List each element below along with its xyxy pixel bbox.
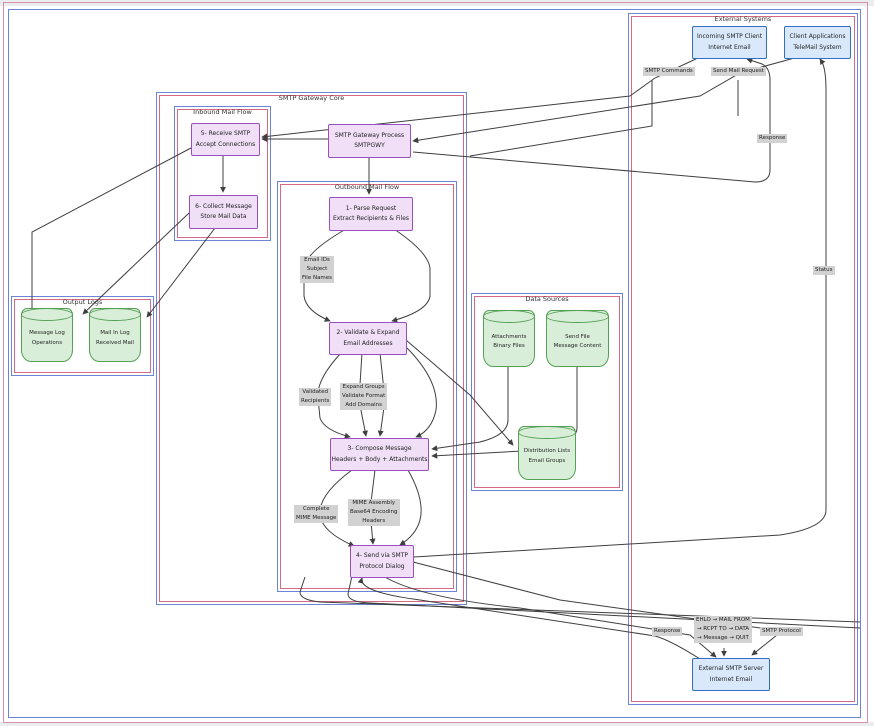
node-incoming-smtp-client: Incoming SMTP Client Internet Email bbox=[692, 26, 767, 59]
edge-label-send-mail-request: Send Mail Request bbox=[711, 67, 766, 77]
node-client-applications: Client Applications TeleMail System bbox=[784, 26, 851, 59]
cluster-data-sources-title: Data Sources bbox=[525, 295, 569, 303]
edge-label-complete-mime: Complete MIME Message bbox=[294, 505, 339, 524]
cluster-gateway-core: SMTP Gateway Core bbox=[156, 92, 467, 605]
cylinder-message-log: Message Log Operations bbox=[21, 308, 73, 362]
node-external-smtp-server: External SMTP Server Internet Email bbox=[692, 658, 770, 691]
node-send-via-smtp: 4- Send via SMTP Protocol Dialog bbox=[350, 545, 414, 578]
system-boundary bbox=[8, 9, 861, 718]
edge-label-email-ids: Email IDs Subject File Names bbox=[300, 256, 335, 284]
cluster-external-systems: External Systems bbox=[628, 13, 858, 705]
cylinder-send-file: Send File Message Content bbox=[546, 310, 609, 367]
cluster-outbound: Outbound Mail Flow bbox=[277, 181, 457, 592]
node-receive-smtp: 5- Receive SMTP Accept Connections bbox=[191, 123, 260, 156]
edge-label-status: Status bbox=[813, 266, 835, 276]
cluster-gateway-core-title: SMTP Gateway Core bbox=[278, 94, 345, 102]
node-gateway-process: SMTP Gateway Process SMTPGWY bbox=[328, 124, 411, 158]
edges-layer bbox=[27, 56, 861, 660]
node-parse-request: 1- Parse Request Extract Recipients & Fi… bbox=[329, 197, 413, 231]
cylinder-attachments: Attachments Binary Files bbox=[483, 310, 535, 367]
cluster-external-systems-title: External Systems bbox=[714, 15, 772, 23]
outer-boundary bbox=[3, 2, 868, 723]
cylinder-distribution-lists: Distribution Lists Email Groups bbox=[518, 426, 576, 480]
edge-label-response-bottom: Response bbox=[652, 627, 683, 637]
edge-label-mime-assembly: MIME Assembly Base64 Encoding Headers bbox=[348, 499, 400, 527]
cluster-outbound-title: Outbound Mail Flow bbox=[334, 183, 400, 191]
cluster-output-logs: Output Logs bbox=[11, 296, 154, 376]
top-margin-strip bbox=[0, 0, 874, 6]
node-collect-message: 6- Collect Message Store Mail Data bbox=[189, 195, 258, 229]
cluster-data-sources: Data Sources bbox=[471, 293, 623, 491]
node-compose-message: 3- Compose Message Headers + Body + Atta… bbox=[330, 438, 429, 471]
cluster-inbound-title: Inbound Mail Flow bbox=[193, 108, 252, 116]
edge-label-smtp-commands: SMTP Commands bbox=[643, 67, 695, 77]
edge-label-ehlo-sequence: EHLO → MAIL FROM → RCPT TO → DATA → Mess… bbox=[694, 616, 752, 644]
bottom-margin-strip bbox=[0, 722, 874, 726]
edge-label-validated-recipients: Validated Recipients bbox=[299, 388, 332, 407]
edge-label-smtp-protocol: SMTP Protocol bbox=[760, 627, 803, 637]
cylinder-mail-in-log: Mail In Log Received Mail bbox=[89, 308, 141, 362]
node-validate-expand: 2- Validate & Expand Email Addresses bbox=[329, 322, 407, 355]
edge-label-expand-groups: Expand Groups Validate Format Add Domain… bbox=[340, 383, 388, 411]
cluster-output-logs-title: Output Logs bbox=[62, 298, 103, 306]
cluster-inbound: Inbound Mail Flow bbox=[174, 106, 271, 241]
edge-label-response-top: Response bbox=[757, 134, 788, 144]
